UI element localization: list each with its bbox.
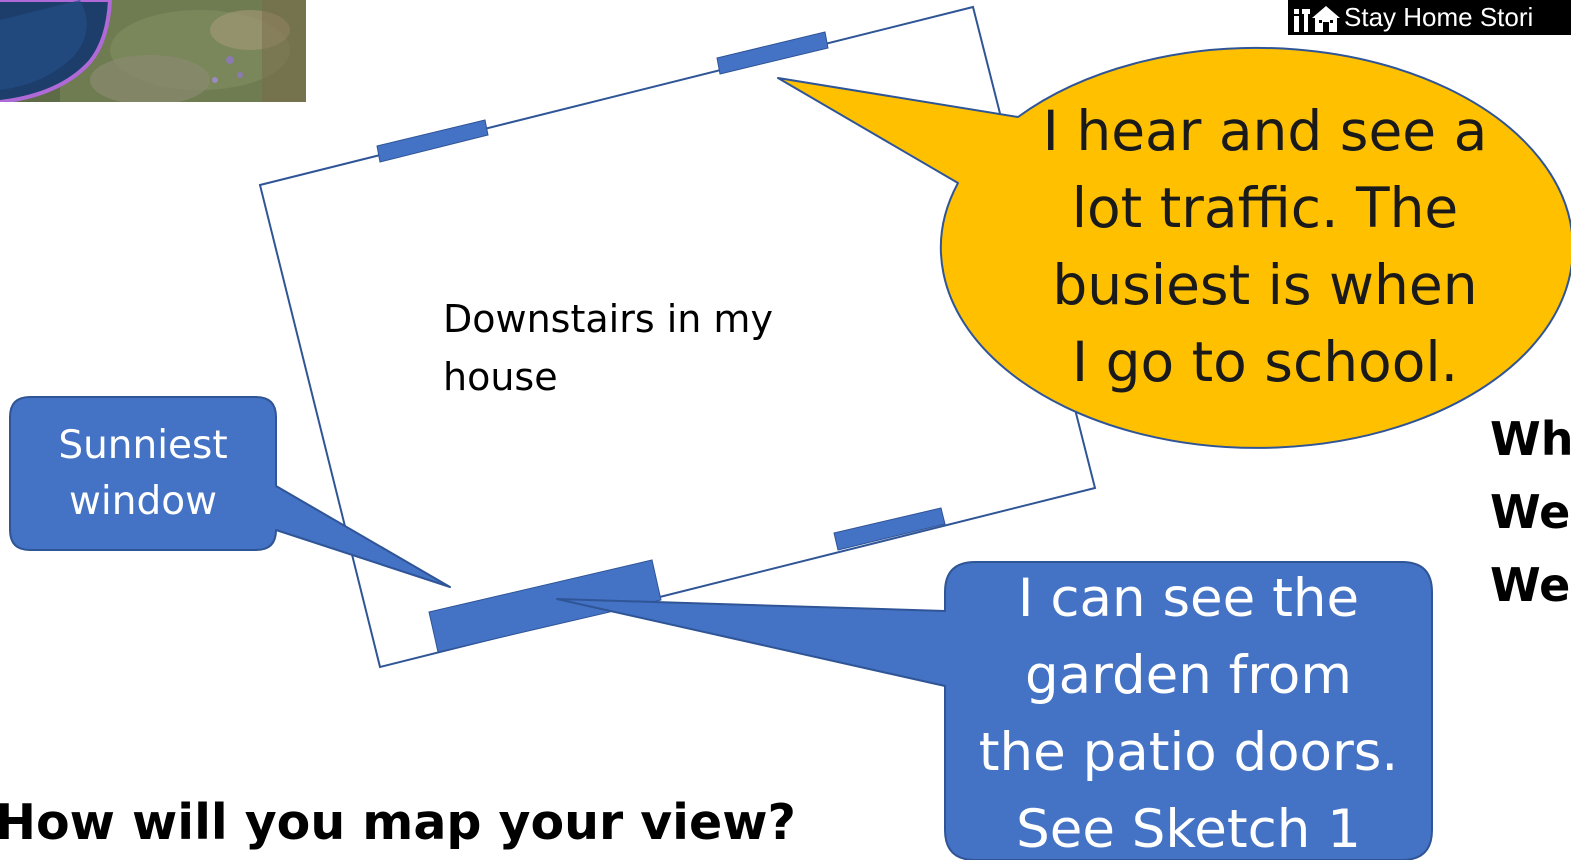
callout-line: Sunniest [58, 423, 228, 468]
callout-line: the patio doors. [978, 722, 1399, 783]
window-top-right [716, 31, 829, 75]
sunniest-callout-bubble [9, 396, 451, 588]
room-label-line: house [443, 355, 558, 399]
callout-line: I can see the [1017, 568, 1360, 629]
right-text-fragments: Wh We We [1490, 403, 1571, 622]
brand-badge: Stay Home Stori [1288, 0, 1571, 35]
sunniest-callout-text: Sunniest window [10, 418, 276, 530]
brand-name: Stay Home Stori [1344, 2, 1534, 32]
callout-line: I go to school. [1071, 330, 1459, 394]
callout-line: See Sketch 1 [1016, 799, 1361, 860]
traffic-callout-bubble [777, 46, 1571, 449]
house-icon [1292, 3, 1342, 33]
patio-doors [428, 559, 662, 653]
callout-line: busiest is when [1052, 253, 1478, 317]
window-top-left [376, 119, 489, 163]
photo-thumbnail [0, 0, 306, 102]
photo-image [0, 0, 306, 102]
callout-line: lot traffic. The [1071, 176, 1459, 240]
garden-callout-text: I can see the garden from the patio door… [945, 560, 1432, 868]
text-fragment: Wh [1490, 412, 1571, 466]
callout-line: garden from [1024, 645, 1352, 706]
callout-line: I hear and see a [1042, 99, 1488, 163]
callout-line: window [69, 479, 217, 524]
text-fragment: We [1490, 558, 1571, 612]
window-bottom-right [833, 507, 946, 551]
text-fragment: We [1490, 485, 1571, 539]
traffic-callout-text: I hear and see a lot traffic. The busies… [1030, 93, 1500, 401]
question-heading: How will you map your view? [0, 794, 796, 851]
room-label-line: Downstairs in my [443, 297, 773, 341]
room-label: Downstairs in my house [443, 290, 803, 406]
